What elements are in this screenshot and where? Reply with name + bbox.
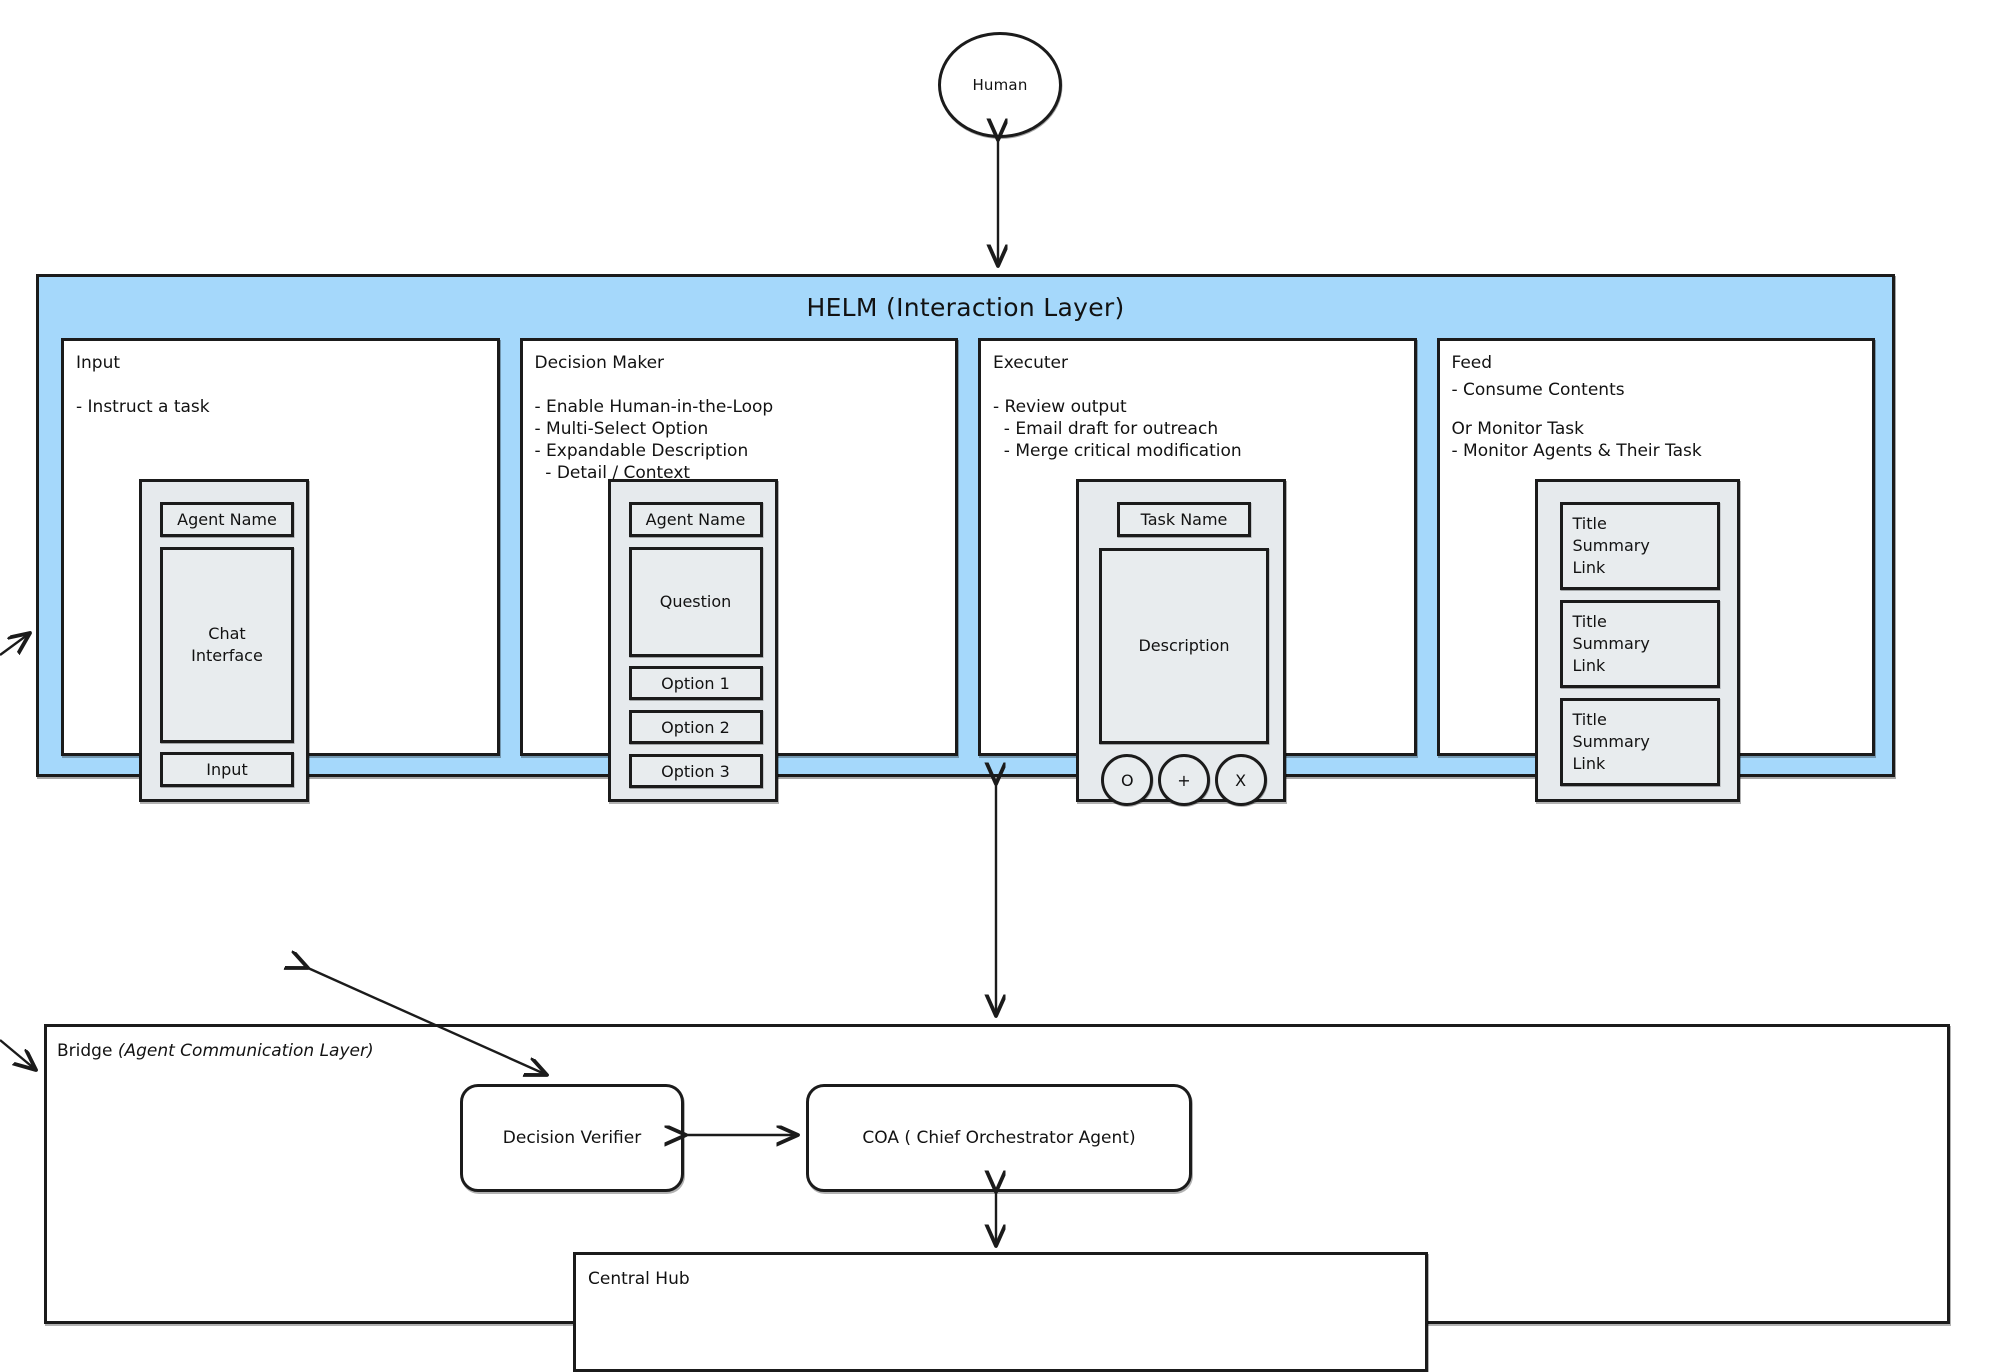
- card-feed-line-3: - Monitor Agents & Their Task: [1451, 441, 1702, 462]
- executer-button-x[interactable]: X: [1214, 754, 1267, 806]
- decision-option-2[interactable]: Option 2: [628, 710, 763, 744]
- human-node[interactable]: Human: [938, 32, 1062, 138]
- card-decision-line-2: - Expandable Description: [534, 441, 749, 462]
- feed-item-1-summary: Summary: [1572, 536, 1650, 556]
- feed-item-1-link[interactable]: Link: [1572, 558, 1606, 578]
- card-input[interactable]: Input - Instruct a task Agent Name Chat …: [61, 338, 500, 802]
- input-chat-interface-pane[interactable]: Chat Interface: [160, 547, 294, 743]
- card-title-executer: Executer: [993, 353, 1068, 373]
- helm-cards: Input - Instruct a task Agent Name Chat …: [61, 338, 1875, 806]
- helm-title: HELM (Interaction Layer): [806, 293, 1125, 322]
- executer-task-name-chip[interactable]: Task Name: [1117, 502, 1251, 537]
- input-agent-name-chip[interactable]: Agent Name: [160, 502, 294, 537]
- bridge-title-italic: (Agent Communication Layer): [117, 1041, 374, 1061]
- card-decision-maker[interactable]: Decision Maker - Enable Human-in-the-Loo…: [519, 338, 958, 802]
- helm-layer[interactable]: HELM (Interaction Layer) Input - Instruc…: [36, 274, 1895, 806]
- card-executer-line-0: - Review output: [993, 397, 1127, 417]
- feed-item-3-link[interactable]: Link: [1572, 754, 1606, 774]
- feed-item-2-title: Title: [1572, 612, 1607, 631]
- feed-item-2-link[interactable]: Link: [1572, 656, 1606, 676]
- executer-description-pane[interactable]: Description: [1099, 548, 1269, 744]
- card-executer[interactable]: Executer - Review output - Email draft f…: [978, 338, 1417, 806]
- node-coa[interactable]: COA ( Chief Orchestrator Agent): [806, 1084, 1192, 1192]
- card-decision-line-1: - Multi-Select Option: [534, 419, 709, 440]
- card-title-feed: Feed: [1451, 353, 1493, 373]
- bridge-title: Bridge (Agent Communication Layer): [57, 1041, 374, 1061]
- feed-item-2-summary: Summary: [1572, 634, 1650, 654]
- feed-item-2[interactable]: Title Summary Link: [1559, 600, 1720, 688]
- human-label: Human: [972, 76, 1028, 94]
- executer-phone-mock: Task Name Description O + X: [1076, 479, 1286, 806]
- central-hub[interactable]: Central Hub: [573, 1252, 1428, 1372]
- node-decision-verifier[interactable]: Decision Verifier: [460, 1084, 684, 1192]
- card-executer-line-1: - Email draft for outreach: [993, 419, 1219, 440]
- card-decision-line-3: - Detail / Context: [534, 463, 691, 484]
- feed-phone-mock: Title Summary Link Title Summary Link Ti…: [1534, 479, 1740, 802]
- decision-question-pane[interactable]: Question: [628, 547, 763, 657]
- feed-item-3-title: Title: [1572, 710, 1607, 729]
- arrow-left-into-helm: [0, 633, 30, 656]
- card-feed-line-0: - Consume Contents: [1451, 380, 1625, 400]
- input-phone-mock: Agent Name Chat Interface Input: [139, 479, 309, 802]
- feed-item-1-title: Title: [1572, 514, 1607, 533]
- card-feed[interactable]: Feed - Consume Contents Or Monitor Task …: [1436, 338, 1875, 802]
- central-hub-title: Central Hub: [588, 1269, 690, 1289]
- executer-button-o[interactable]: O: [1101, 754, 1154, 806]
- card-feed-line-2: Or Monitor Task: [1451, 419, 1585, 440]
- card-title-decision-maker: Decision Maker: [534, 353, 665, 373]
- decision-agent-name-chip[interactable]: Agent Name: [628, 502, 763, 537]
- decision-option-1[interactable]: Option 1: [628, 666, 763, 700]
- decision-option-3[interactable]: Option 3: [628, 754, 763, 788]
- arrow-left-into-bridge: [0, 1039, 36, 1070]
- feed-item-3[interactable]: Title Summary Link: [1559, 698, 1720, 786]
- executer-action-row: O + X: [1099, 754, 1269, 806]
- card-decision-line-0: - Enable Human-in-the-Loop: [534, 397, 774, 417]
- input-input-chip[interactable]: Input: [160, 752, 294, 787]
- bridge-title-main: Bridge: [57, 1041, 118, 1061]
- card-executer-line-2: - Merge critical modification: [993, 441, 1242, 462]
- diagram-canvas: Human HELM (Interaction Layer) Input - I…: [0, 32, 1950, 1372]
- feed-item-1[interactable]: Title Summary Link: [1559, 502, 1720, 590]
- card-title-input: Input: [76, 353, 121, 373]
- decision-phone-mock: Agent Name Question Option 1 Option 2 Op…: [607, 479, 778, 802]
- card-input-line-0: - Instruct a task: [76, 397, 210, 417]
- feed-item-3-summary: Summary: [1572, 732, 1650, 752]
- executer-button-plus[interactable]: +: [1157, 754, 1210, 806]
